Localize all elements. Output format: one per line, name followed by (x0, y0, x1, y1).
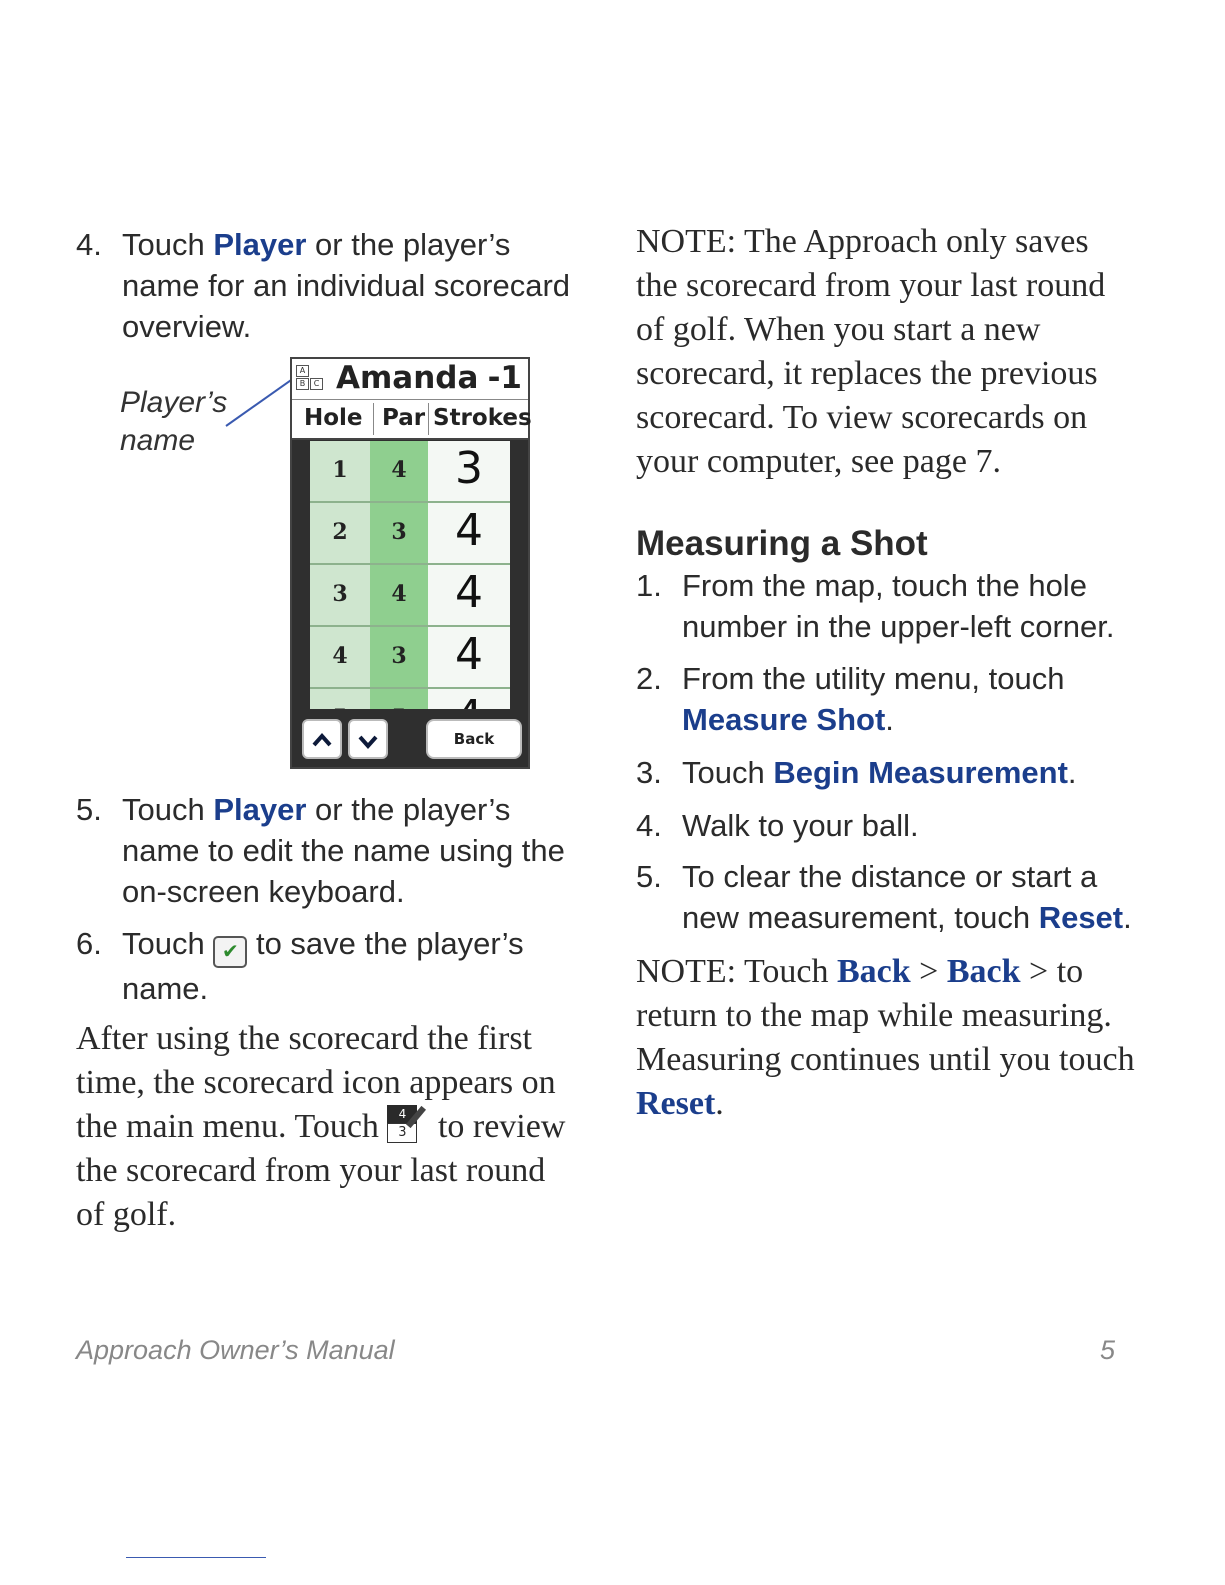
reset-link[interactable]: Reset (1038, 900, 1124, 935)
player-name[interactable]: Amanda (336, 360, 479, 396)
reset-link[interactable]: Reset (636, 1085, 716, 1122)
step-text: Touch Player or the player’s name for an… (122, 227, 571, 344)
note-label: NOTE (636, 223, 727, 260)
callout-leader-line (225, 377, 295, 427)
step-number: 6. (76, 926, 102, 961)
after-paragraph: After using the scorecard the first time… (76, 1020, 566, 1233)
table-row[interactable]: 3 4 4 (310, 565, 510, 627)
measure-shot-link[interactable]: Measure Shot (682, 702, 886, 737)
note-2: NOTE: Touch Back > Back > to return to t… (636, 953, 1135, 1122)
note-label: NOTE (636, 953, 727, 990)
players-name-callout: Player’s name (120, 386, 228, 457)
footer-manual-title: Approach Owner’s Manual (76, 1335, 395, 1365)
scroll-up-button[interactable] (302, 719, 342, 759)
step-text: Touch Player or the player’s name to edi… (122, 792, 565, 909)
back-link[interactable]: Back (836, 953, 911, 990)
player-link[interactable]: Player (213, 227, 307, 262)
checkmark-icon[interactable]: ✔ (213, 936, 248, 968)
chevron-down-icon (358, 735, 378, 749)
back-button[interactable]: Back (426, 719, 522, 759)
scorecard-header-row: Hole Par Strokes (292, 400, 532, 440)
table-row[interactable]: 2 3 4 (310, 503, 510, 565)
section-heading: Measuring a Shot (636, 524, 928, 563)
header-hole: Hole (304, 405, 363, 431)
chevron-up-icon (312, 732, 332, 747)
header-strokes: Strokes (433, 405, 532, 431)
header-par: Par (382, 405, 426, 431)
bottom-divider (126, 1557, 266, 1558)
player-link[interactable]: Player (213, 792, 307, 827)
step-number: 4. (76, 227, 102, 262)
step-number: 5. (76, 792, 102, 827)
table-row[interactable]: 5 5 4 (310, 689, 510, 709)
table-row[interactable]: 4 3 4 (310, 627, 510, 689)
scorecard-grid[interactable]: 1 4 3 2 3 4 3 4 4 4 3 4 5 5 4 (310, 441, 510, 709)
player-score: -1 (487, 360, 522, 396)
note-1: NOTE: The Approach only saves the scorec… (636, 223, 1106, 480)
back-link[interactable]: Back (946, 953, 1021, 990)
step-text: Touch ✔ to save the player’s name. (122, 926, 524, 1006)
scroll-down-button[interactable] (348, 719, 388, 759)
footer-page-number: 5 (1100, 1335, 1116, 1365)
table-row[interactable]: 1 4 3 (310, 441, 510, 503)
begin-measurement-link[interactable]: Begin Measurement (773, 755, 1068, 790)
device-footer: Back (292, 711, 528, 767)
